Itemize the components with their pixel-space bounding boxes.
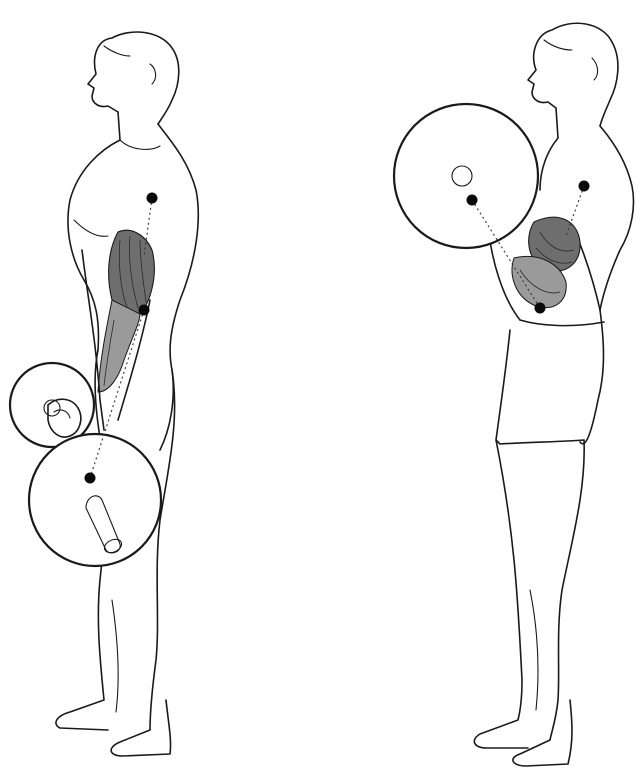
raised-weight-plate: [394, 104, 538, 248]
head: [528, 23, 618, 126]
origin-marker: [579, 181, 590, 192]
elbow-marker: [535, 303, 546, 314]
figure-end-position: [394, 23, 634, 766]
insertion-marker: [85, 473, 96, 484]
forearm-muscle: [98, 300, 140, 392]
origin-marker: [147, 193, 158, 204]
elbow-marker: [139, 305, 150, 316]
insertion-marker: [467, 195, 478, 206]
legs: [474, 440, 584, 766]
head: [88, 32, 179, 124]
front-weight-plate: [29, 434, 161, 566]
figure-start-position: [10, 32, 198, 756]
